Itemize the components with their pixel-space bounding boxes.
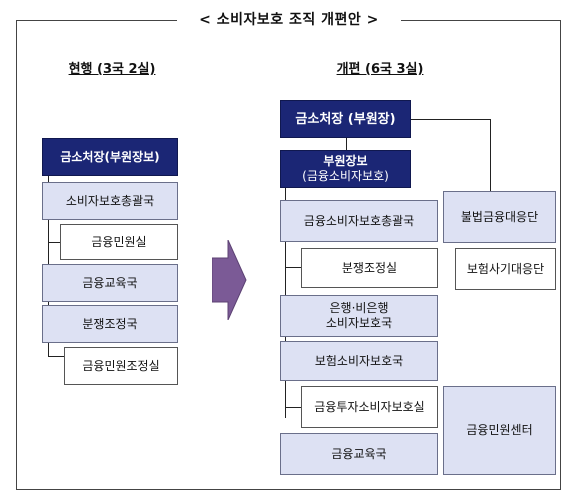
reform-connector-tick xyxy=(285,407,301,408)
reform-right-unit: 금융민원센터 xyxy=(443,386,556,475)
reform-deputy-subtitle: (금융소비자보호) xyxy=(302,169,389,183)
reform-unit-line: 소비자보호국 xyxy=(325,316,393,330)
current-unit: 소비자보호총괄국 xyxy=(42,182,178,220)
reform-deputy: 부원장보 (금융소비자보호) xyxy=(280,150,411,188)
current-head-office: 금소처장(부원장보) xyxy=(42,138,178,176)
reform-unit: 분쟁조정실 xyxy=(301,248,438,288)
reform-unit: 금융투자소비자보호실 xyxy=(301,386,438,428)
current-connector-tick xyxy=(48,242,60,243)
current-unit: 분쟁조정국 xyxy=(42,305,178,343)
reform-deputy-title: 부원장보 xyxy=(323,154,368,168)
reform-right-unit: 불법금융대응단 xyxy=(443,191,556,243)
reform-right-unit: 보험사기대응단 xyxy=(455,248,556,290)
current-connector-tick xyxy=(48,356,64,357)
reform-heading: 개편 (6국 3실) xyxy=(336,62,424,77)
current-unit: 금융민원조정실 xyxy=(64,347,178,385)
reform-head-office: 금소처장 (부원장) xyxy=(280,100,411,138)
reform-connector-tick xyxy=(285,267,301,268)
reform-unit: 금융교육국 xyxy=(280,433,438,475)
reform-unit: 금융소비자보호총괄국 xyxy=(280,200,438,242)
reform-connector-line xyxy=(490,119,491,191)
current-unit: 금융교육국 xyxy=(42,264,178,302)
reform-connector-line xyxy=(346,138,347,150)
reform-unit: 은행·비은행 소비자보호국 xyxy=(280,295,438,337)
current-heading: 현행 (3국 2실) xyxy=(68,62,156,77)
reform-unit: 보험소비자보호국 xyxy=(280,341,438,381)
current-unit: 금융민원실 xyxy=(60,224,178,260)
reform-connector-line xyxy=(411,119,491,120)
diagram-title: < 소비자보호 조직 개편안 > xyxy=(177,8,401,32)
right-arrow-icon xyxy=(212,240,247,320)
reform-unit-line: 은행·비은행 xyxy=(329,301,389,315)
